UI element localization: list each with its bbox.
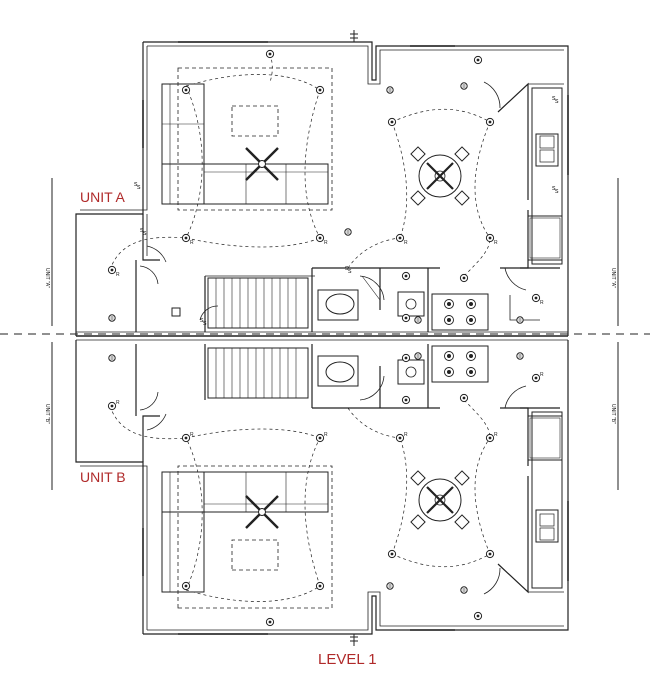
svg-text:R: R bbox=[190, 240, 194, 246]
unit-a-dining-table bbox=[409, 145, 471, 207]
svg-text:R: R bbox=[116, 400, 120, 406]
section-mark-right-a: UNIT "A" bbox=[610, 268, 616, 288]
unit-a-plan bbox=[75, 41, 569, 337]
svg-text:R: R bbox=[494, 432, 498, 438]
outlet-labels: R R R R R R R R R R R R bbox=[116, 240, 544, 438]
section-mark-left-b: UNIT "B" bbox=[44, 404, 50, 424]
level-title: LEVEL 1 bbox=[318, 651, 377, 668]
column-markers bbox=[350, 30, 358, 646]
svg-text:R: R bbox=[540, 372, 544, 378]
unit-a-label: UNIT A bbox=[80, 189, 126, 205]
unit-b-plan bbox=[75, 339, 569, 635]
svg-text:R: R bbox=[324, 240, 328, 246]
section-markers bbox=[51, 178, 619, 490]
svg-text:R: R bbox=[404, 240, 408, 246]
unit-b-label: UNIT B bbox=[80, 469, 126, 485]
svg-text:R: R bbox=[540, 300, 544, 306]
unit-a-range-burners bbox=[444, 299, 476, 325]
section-mark-right-b: UNIT "B" bbox=[610, 404, 616, 424]
unit-a-switches bbox=[134, 95, 559, 327]
svg-text:R: R bbox=[190, 432, 194, 438]
svg-text:R: R bbox=[324, 432, 328, 438]
svg-text:R: R bbox=[404, 432, 408, 438]
svg-text:R: R bbox=[494, 240, 498, 246]
svg-text:R: R bbox=[116, 272, 120, 278]
unit-a-circuits bbox=[109, 53, 491, 277]
section-mark-left-a: UNIT "A" bbox=[44, 268, 50, 288]
